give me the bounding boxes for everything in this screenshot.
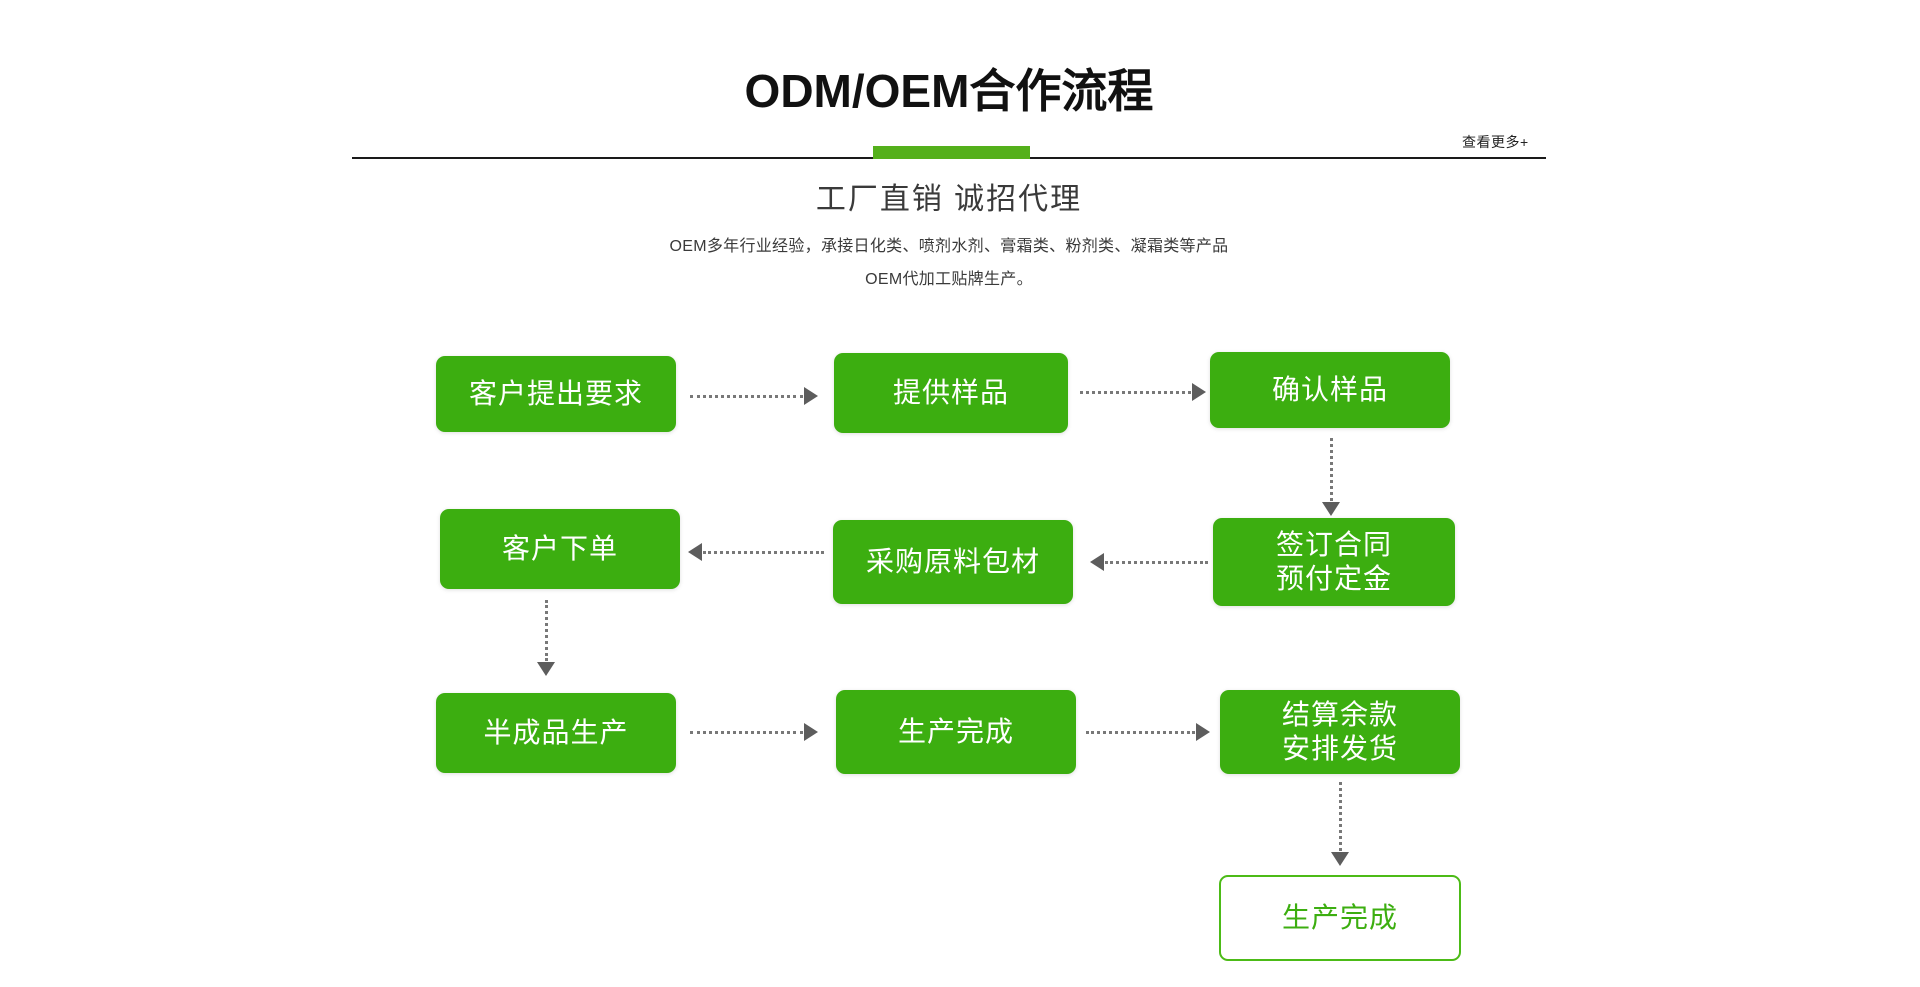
intro-description: OEM多年行业经验，承接日化类、喷剂水剂、膏霜类、粉剂类、凝霜类等产品OEM代加… [669, 238, 1229, 288]
connector-step4-to-step5 [1090, 553, 1208, 571]
connector-dots [1105, 560, 1208, 564]
connector-dots [1338, 782, 1342, 851]
flow-node-step-6[interactable]: 客户下单 [440, 509, 680, 589]
intro-block: 工厂直销 诚招代理 OEM多年行业经验，承接日化类、喷剂水剂、膏霜类、粉剂类、凝… [352, 178, 1546, 296]
connector-step1-to-step2 [690, 387, 818, 405]
connector-step8-to-step9 [1086, 723, 1210, 741]
connector-dots [703, 550, 824, 554]
flow-node-step-2[interactable]: 提供样品 [834, 353, 1068, 433]
flow-node-step-4[interactable]: 签订合同 预付定金 [1213, 518, 1455, 606]
connector-dots [1080, 390, 1191, 394]
page-title: ODM/OEM合作流程 [744, 65, 1154, 117]
arrowhead-down-icon [1322, 502, 1340, 516]
connector-step6-to-step7 [537, 600, 555, 676]
page-header: ODM/OEM合作流程 查看更多+ [0, 0, 1920, 200]
flow-node-step-9[interactable]: 结算余款 安排发货 [1220, 690, 1460, 774]
arrowhead-right-icon [804, 387, 818, 405]
flow-node-step-8[interactable]: 生产完成 [836, 690, 1076, 774]
connector-dots [690, 730, 803, 734]
arrowhead-left-icon [1090, 553, 1104, 571]
header-accent-bar [873, 146, 1030, 159]
connector-dots [1329, 438, 1333, 501]
connector-dots [544, 600, 548, 661]
connector-step2-to-step3 [1080, 383, 1206, 401]
arrowhead-down-icon [537, 662, 555, 676]
arrowhead-down-icon [1331, 852, 1349, 866]
flow-node-step-3[interactable]: 确认样品 [1210, 352, 1450, 428]
flow-node-step-1[interactable]: 客户提出要求 [436, 356, 676, 432]
flow-node-step-10[interactable]: 生产完成 [1219, 875, 1461, 961]
connector-dots [690, 394, 803, 398]
connector-step3-to-step4 [1322, 438, 1340, 516]
connector-dots [1086, 730, 1195, 734]
connector-step9-to-step10 [1331, 782, 1349, 866]
view-more-link[interactable]: 查看更多+ [1462, 134, 1529, 150]
intro-subtitle: 工厂直销 诚招代理 [815, 183, 1083, 216]
connector-step7-to-step8 [690, 723, 818, 741]
arrowhead-left-icon [688, 543, 702, 561]
arrowhead-right-icon [804, 723, 818, 741]
connector-step5-to-step6 [688, 543, 824, 561]
arrowhead-right-icon [1196, 723, 1210, 741]
flow-node-step-5[interactable]: 采购原料包材 [833, 520, 1073, 604]
arrowhead-right-icon [1192, 383, 1206, 401]
flow-node-step-7[interactable]: 半成品生产 [436, 693, 676, 773]
